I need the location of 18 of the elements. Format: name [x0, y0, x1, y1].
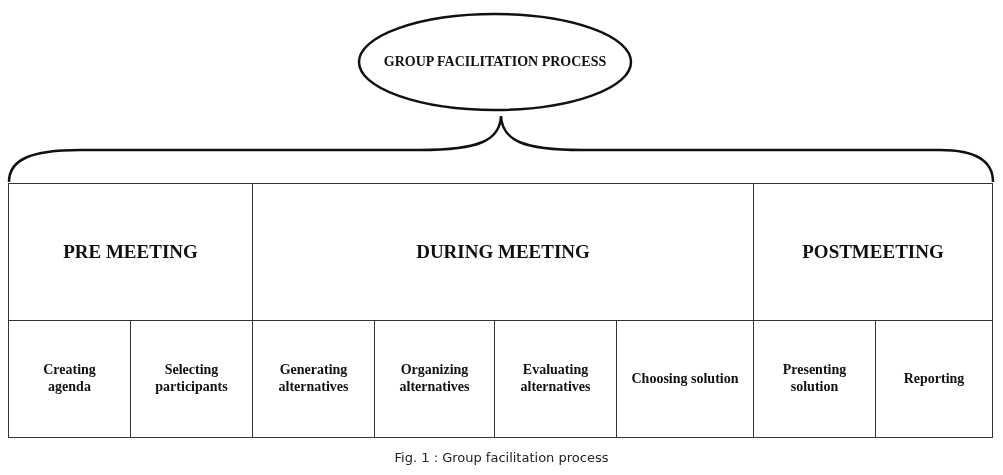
step-label: Choosing solution	[631, 370, 739, 388]
process-ellipse	[357, 12, 633, 112]
step-label: Creating agenda	[42, 362, 97, 396]
phase-title: POSTMEETING	[802, 241, 944, 263]
step-label: Selecting participants	[154, 362, 229, 396]
step-label: Organizing alternatives	[398, 362, 471, 396]
step-label: Evaluating alternatives	[519, 362, 592, 396]
step-cell	[875, 320, 993, 438]
figure-caption: Fig. 1 : Group facilitation process	[393, 450, 610, 465]
phase-title: DURING MEETING	[416, 241, 590, 263]
step-label: Reporting	[903, 370, 965, 388]
phase-cell	[8, 183, 253, 321]
step-label: Presenting solution	[781, 362, 848, 396]
step-cell	[8, 320, 131, 438]
step-label: Generating alternatives	[277, 362, 350, 396]
process-title: GROUP FACILITATION PROCESS	[383, 53, 607, 71]
phase-cell	[753, 183, 993, 321]
phase-title: PRE MEETING	[63, 241, 198, 263]
